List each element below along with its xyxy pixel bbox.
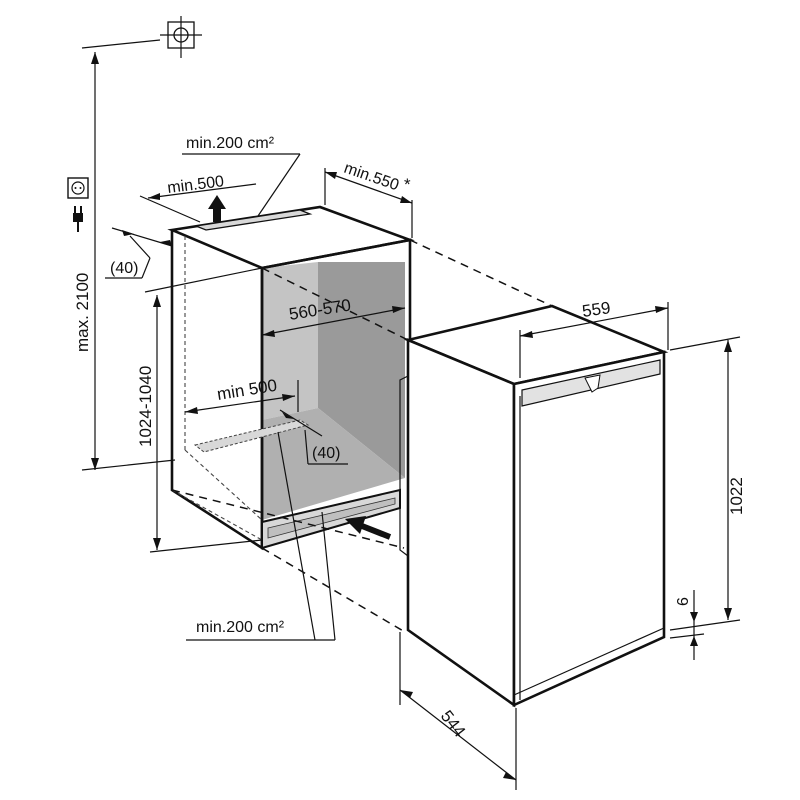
top-vent-area-callout: min.200 cm²: [182, 135, 301, 217]
floor-vent-slot: [193, 419, 310, 453]
niche-height-dimension: 1024-1040: [136, 267, 263, 553]
foot-height-dimension: 6: [669, 590, 705, 660]
left-gap-label: (40): [110, 260, 138, 277]
crosshair-level-icon: [81, 16, 202, 58]
top-vent-area-label: min.200 cm²: [186, 135, 275, 152]
power-plug-icon: [73, 206, 83, 232]
floor-gap-dimension: (40): [279, 409, 348, 465]
appliance-width-dimension: 559: [519, 298, 669, 378]
power-socket-icon: [67, 177, 89, 199]
air-outlet-arrow-icon: [208, 195, 226, 222]
appliance-depth-label: 544: [437, 707, 469, 741]
left-gap-dimension: (40): [105, 227, 173, 279]
top-vent-depth-label: min.500: [166, 173, 225, 197]
niche-depth-note: *: [404, 175, 411, 194]
bottom-vent-area-label: min.200 cm²: [196, 619, 285, 636]
air-inlet-arrow-icon: [345, 516, 392, 540]
appliance-height-label: 1022: [727, 477, 746, 515]
floor-gap-label: (40): [312, 445, 340, 462]
top-vent-slot: [193, 209, 313, 231]
niche-depth-dimension: min.550 *: [324, 160, 413, 238]
max-height-dimension: max. 2100: [73, 52, 176, 471]
projection-lines: [171, 239, 553, 633]
niche-cabinet: [167, 205, 415, 551]
top-vent-depth-dimension: min.500: [139, 173, 257, 223]
cavity-back-wall: [318, 262, 405, 478]
niche-height-label: 1024-1040: [136, 366, 155, 447]
foot-height-label: 6: [675, 597, 692, 606]
max-height-label: max. 2100: [73, 273, 92, 352]
cavity-left-wall: [262, 262, 318, 420]
appliance-width-label: 559: [581, 298, 612, 321]
appliance-height-dimension: 1022: [669, 336, 746, 631]
appliance-body: [399, 304, 669, 708]
bottom-vent-area-callout: min.200 cm²: [186, 431, 336, 641]
